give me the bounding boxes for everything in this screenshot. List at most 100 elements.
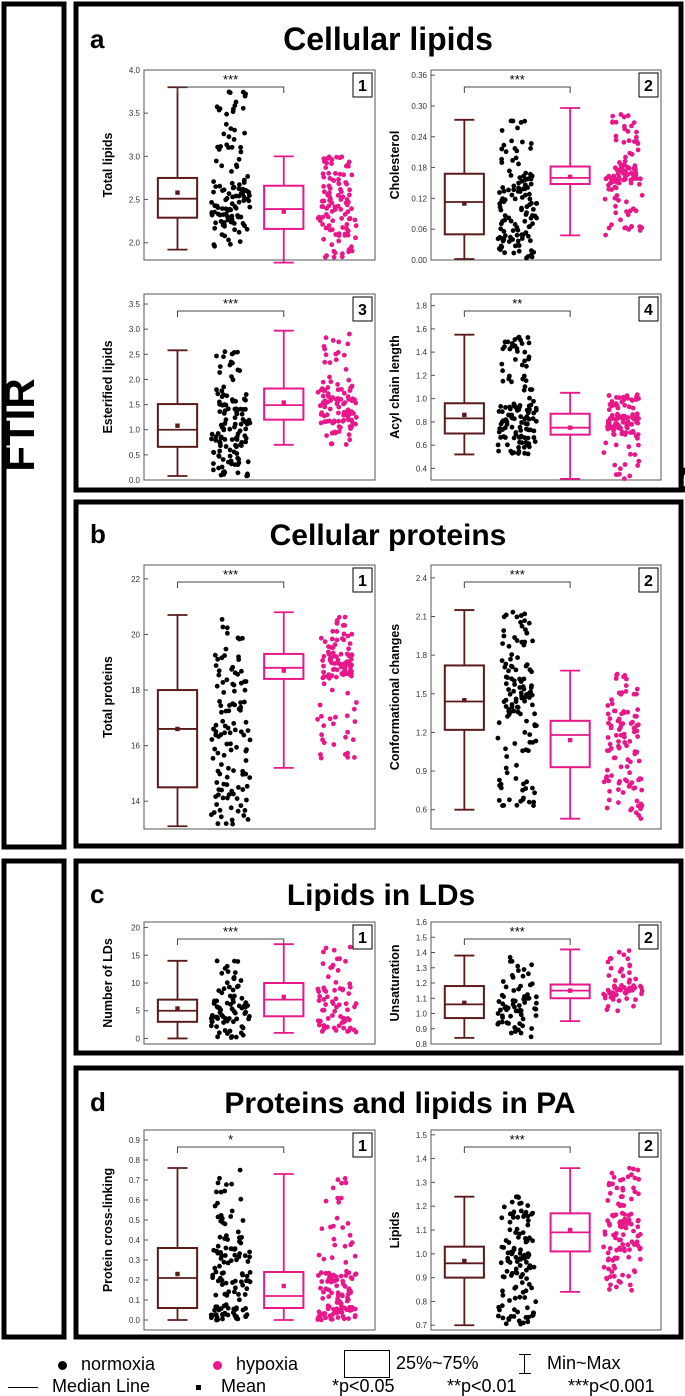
data-point <box>348 670 353 675</box>
data-point <box>352 1306 358 1312</box>
plot-frame <box>143 564 376 830</box>
y-axis-label: Unsaturation <box>388 944 402 1021</box>
data-point <box>351 706 357 712</box>
data-point <box>607 1190 613 1196</box>
data-point <box>634 723 640 728</box>
data-point <box>622 990 628 996</box>
data-point <box>532 1006 537 1011</box>
data-point <box>317 218 323 224</box>
data-point <box>223 1280 229 1286</box>
y-tick-label: 3.0 <box>129 152 141 161</box>
data-point <box>518 1247 523 1253</box>
data-point <box>508 173 514 178</box>
data-point <box>227 447 233 453</box>
significance-label: *** <box>223 567 238 582</box>
data-point <box>316 998 322 1003</box>
data-point <box>622 462 628 467</box>
data-point <box>240 635 245 641</box>
data-point <box>242 1253 248 1259</box>
data-point <box>532 790 537 796</box>
data-point <box>215 391 221 397</box>
data-point <box>234 1016 240 1022</box>
section-label-ftir: FTIR <box>0 378 43 471</box>
data-point <box>618 967 624 973</box>
data-point <box>231 975 237 981</box>
data-point <box>522 358 527 364</box>
plot-frame <box>430 921 662 1045</box>
data-point <box>221 781 227 787</box>
significance-label: *** <box>223 296 238 311</box>
data-point <box>634 728 640 734</box>
data-point <box>349 652 355 658</box>
data-point <box>232 1252 238 1258</box>
data-point <box>607 716 613 721</box>
data-point <box>343 1273 349 1278</box>
subplot-number-box <box>638 296 659 322</box>
data-point <box>230 701 236 706</box>
data-point <box>230 109 236 115</box>
data-point <box>246 189 252 195</box>
data-point <box>516 1008 521 1014</box>
data-point <box>317 403 323 409</box>
y-tick-label: 3.5 <box>129 109 141 118</box>
data-point <box>628 451 633 457</box>
data-point <box>503 697 509 703</box>
data-point <box>602 196 608 202</box>
data-point <box>615 718 621 724</box>
legend-label-box: 25%~75% <box>396 1352 479 1373</box>
data-point <box>340 225 346 230</box>
data-point <box>333 357 339 363</box>
median-line-icon <box>8 1386 38 1388</box>
data-point <box>622 123 627 129</box>
data-point <box>215 1034 221 1040</box>
data-point <box>512 1295 518 1301</box>
data-point <box>349 631 355 637</box>
data-point <box>231 768 236 773</box>
data-point <box>335 350 341 355</box>
data-point <box>505 714 510 719</box>
data-point <box>224 980 230 986</box>
data-point <box>507 797 512 803</box>
data-point <box>217 409 223 414</box>
data-point <box>231 221 237 226</box>
data-point <box>526 799 532 805</box>
data-point <box>522 1295 528 1300</box>
data-point <box>321 949 326 955</box>
data-point <box>532 723 538 729</box>
data-point <box>220 680 226 685</box>
data-point <box>336 1199 342 1205</box>
data-point <box>606 973 612 978</box>
mean-marker <box>567 988 573 993</box>
y-tick-label: 14 <box>131 797 140 806</box>
data-point <box>352 1272 358 1277</box>
data-point <box>334 674 339 680</box>
data-point <box>330 628 336 634</box>
data-point <box>242 130 248 136</box>
data-point <box>639 787 645 793</box>
data-point <box>230 185 236 191</box>
data-point <box>608 990 614 996</box>
data-point <box>506 668 511 674</box>
data-point <box>632 1189 638 1195</box>
y-axis-label: Total lipids <box>101 132 115 197</box>
data-point <box>627 770 632 776</box>
data-point <box>213 663 219 668</box>
data-point <box>217 448 223 454</box>
data-point <box>344 222 350 227</box>
data-point <box>620 1232 626 1238</box>
y-tick-label: 0.36 <box>411 71 427 80</box>
data-point <box>523 1288 529 1294</box>
data-point <box>209 737 215 742</box>
data-point <box>226 1016 232 1021</box>
data-point <box>218 219 224 224</box>
data-point <box>508 218 514 224</box>
data-point <box>503 1321 509 1327</box>
data-point <box>336 429 342 434</box>
data-point <box>214 1248 220 1254</box>
data-point <box>235 214 241 220</box>
panel-letter-c: c <box>90 879 104 909</box>
data-point <box>338 1014 343 1019</box>
data-point <box>332 1242 338 1248</box>
data-point <box>526 1314 531 1320</box>
data-point <box>526 356 531 362</box>
